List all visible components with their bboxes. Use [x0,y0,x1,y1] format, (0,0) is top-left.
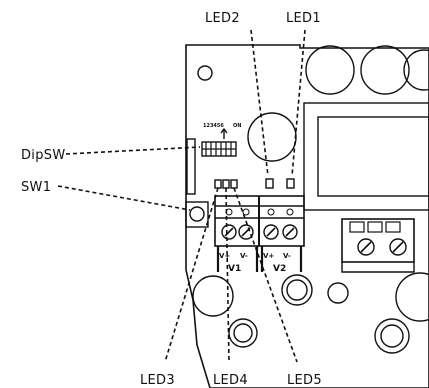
bottom-connector-mid [281,274,313,306]
terminal-screw [221,224,237,240]
terminal-label-v1-minus: V- [240,252,248,260]
round-component [247,112,297,162]
relay-block-outer [303,102,429,211]
leader-led4 [225,187,230,363]
terminal-block [214,195,305,272]
bottom-capacitor-right [395,272,429,322]
terminal-screw [282,224,298,240]
led4-pad [222,179,230,189]
led1-pad [286,178,295,189]
led3-pad [214,179,222,189]
leader-dipsw [65,146,201,155]
terminal-screw [263,224,279,240]
slot-component [186,138,196,195]
sw1-button [185,201,209,228]
bottom-connector-left [228,318,258,348]
callout-sw1: SW1 [21,180,51,195]
dip-switch-on-label: ON [233,123,241,129]
right-terminal-block [341,218,415,273]
bottom-capacitor-left [192,275,234,317]
callout-led5: LED5 [287,373,322,388]
led2-pad [265,178,274,189]
capacitor-3 [403,49,429,91]
leader-led5 [233,187,298,363]
leader-led1 [291,29,306,177]
terminal-label-v2-plus: V+ [263,252,274,260]
terminal-group-v1: V1 [228,264,241,274]
pcb-board-outline [185,44,429,388]
leader-led2 [250,29,269,177]
dip-switch-numbers: 123456 [203,123,224,129]
callout-led2: LED2 [205,11,240,26]
bottom-connector-right [374,318,410,354]
mounting-hole [197,65,213,81]
callout-led4: LED4 [213,373,248,388]
callout-dipsw: DipSW [21,148,65,163]
callout-led3: LED3 [140,373,175,388]
capacitor-2 [360,45,410,95]
leader-sw1 [57,185,191,211]
relay-block-inner [317,116,429,197]
dip-switch-on-arrow [220,127,228,139]
capacitor-1 [305,45,355,95]
terminal-group-v2: V2 [273,264,286,274]
terminal-label-v1-plus: V+ [219,252,230,260]
bottom-hole-mid [327,282,349,304]
leader-led3 [164,187,219,363]
terminal-label-v2-minus: V- [283,252,291,260]
dip-switch [201,141,237,157]
callout-led1: LED1 [286,11,321,26]
led5-pad [230,179,238,189]
